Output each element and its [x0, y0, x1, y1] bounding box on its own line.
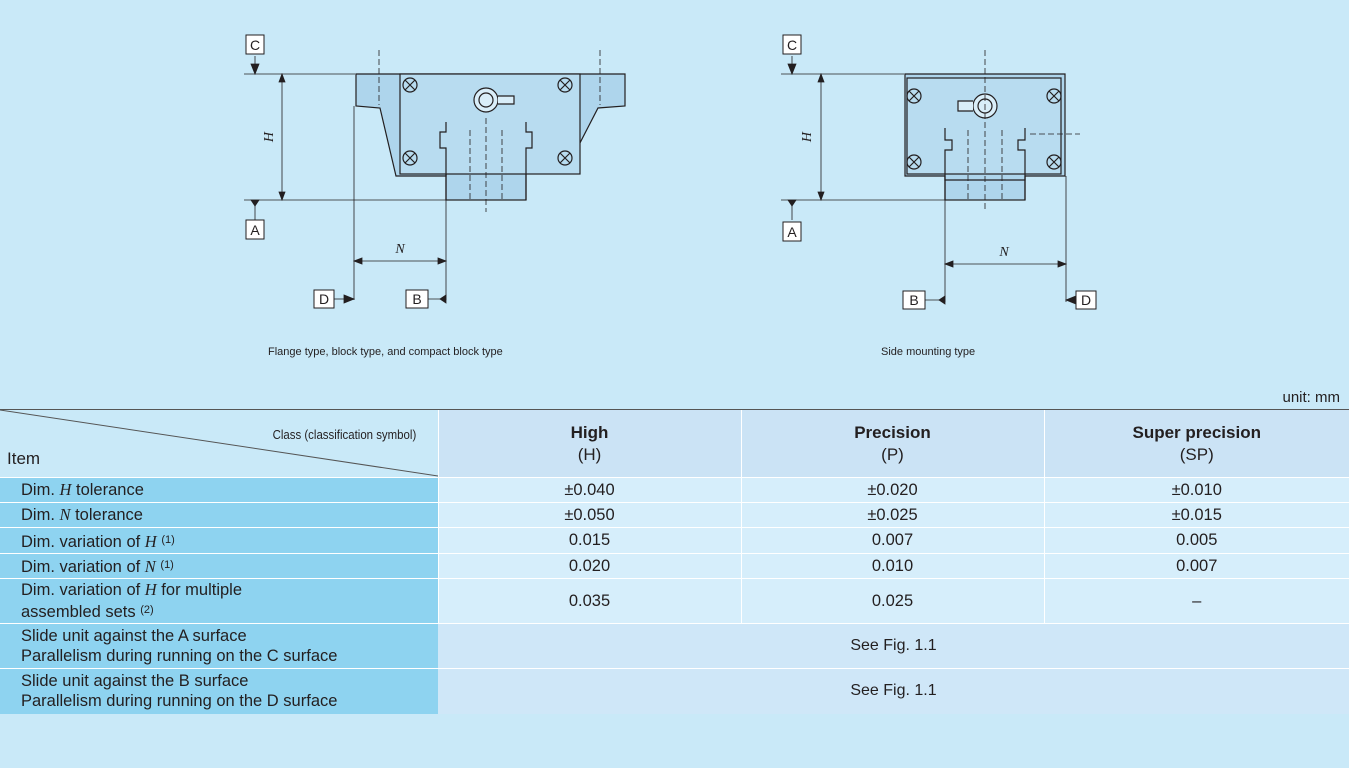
right-label-a: A — [787, 224, 797, 240]
left-label-d: D — [319, 291, 329, 307]
row-label: Dim. variation of N (1) — [0, 553, 438, 579]
left-label-b: B — [412, 291, 421, 307]
row-label-text: Parallelism during running on the D surf… — [21, 692, 338, 711]
column-header-precision: Precision(P) — [740, 409, 1044, 478]
table-cell: ±0.010 — [1043, 477, 1349, 503]
footnote-ref: (1) — [161, 533, 175, 546]
table-cell: ±0.050 — [437, 502, 741, 528]
table-cell-merged: See Fig. 1.1 — [438, 668, 1349, 714]
corner-diagonal — [0, 410, 438, 477]
table-row: Dim. variation of H (1) 0.015 0.007 0.00… — [0, 527, 1349, 554]
corner-item-label: Item — [7, 449, 41, 468]
column-header-super-precision: Super precision(SP) — [1043, 409, 1349, 478]
row-label: Dim. variation of H for multiple assemble… — [0, 578, 438, 624]
table-cell: 0.007 — [740, 527, 1044, 554]
row-label-text: Dim. variation of — [21, 581, 145, 599]
column-header-high: High(H) — [437, 409, 741, 478]
row-label: Dim. N tolerance — [0, 502, 438, 528]
row-label-text: assembled sets — [21, 603, 141, 621]
table-row: Dim. H tolerance ±0.040 ±0.020 ±0.010 — [0, 477, 1349, 503]
row-label-text: Dim. variation of — [21, 558, 145, 576]
row-label-var: H — [144, 531, 157, 551]
right-label-d: D — [1081, 292, 1091, 308]
right-dim-n: N — [998, 245, 1009, 260]
table-cell: ±0.020 — [740, 477, 1044, 503]
left-figure-caption: Flange type, block type, and compact blo… — [268, 346, 503, 358]
column-name: High — [570, 422, 609, 442]
left-dim-n: N — [394, 242, 405, 257]
figure-area: C A D B H N — [244, 34, 1097, 358]
corner-class-label: Class (classification symbol) — [272, 427, 417, 442]
footnote-ref: (1) — [160, 559, 174, 571]
right-dim-h: H — [800, 131, 815, 143]
table-cell-merged: See Fig. 1.1 — [438, 623, 1349, 669]
left-label-c: C — [250, 37, 260, 53]
row-label-var: N — [144, 557, 156, 576]
unit-label: unit: mm — [1282, 389, 1340, 406]
row-label-text: for multiple — [156, 581, 242, 599]
left-dim-h: H — [262, 131, 277, 143]
table-row: Dim. N tolerance ±0.050 ±0.025 ±0.015 — [0, 502, 1349, 528]
table-header-row: Class (classification symbol) Item High(… — [0, 409, 1349, 478]
table-cell: 0.020 — [437, 553, 741, 579]
accuracy-table: Class (classification symbol) Item High(… — [0, 409, 1349, 714]
table-cell: 0.010 — [740, 553, 1044, 579]
row-label-text: Dim. — [21, 506, 60, 524]
table-corner-cell: Class (classification symbol) Item — [0, 409, 438, 478]
left-block-drawing — [355, 50, 626, 212]
table-cell: 0.007 — [1043, 553, 1349, 579]
row-label-text: Parallelism during running on the C surf… — [21, 647, 338, 665]
column-name: Precision — [854, 422, 931, 442]
table-cell: 0.035 — [437, 578, 741, 624]
right-figure-caption: Side mounting type — [881, 346, 976, 358]
table-cell: 0.005 — [1043, 527, 1349, 554]
left-label-a: A — [250, 222, 260, 238]
row-label-text: Slide unit against the A surface — [21, 627, 247, 645]
row-label-text: tolerance — [71, 481, 144, 499]
table-cell: – — [1043, 578, 1349, 624]
row-label-var: H — [59, 480, 72, 499]
right-label-b: B — [909, 292, 918, 308]
table-row: Dim. variation of N (1) 0.020 0.010 0.00… — [0, 553, 1349, 579]
row-label-var: N — [59, 505, 71, 524]
column-symbol: (H) — [577, 444, 602, 464]
left-dimension-lines — [244, 56, 448, 304]
footnote-ref: (2) — [140, 604, 154, 616]
row-label-text: Slide unit against the B surface — [21, 672, 249, 691]
row-label-text: Dim. variation of — [21, 532, 145, 551]
column-name: Super precision — [1132, 422, 1261, 442]
row-label: Dim. H tolerance — [0, 477, 438, 503]
table-row: Dim. variation of H for multiple assemble… — [0, 578, 1349, 624]
table-cell: ±0.015 — [1043, 502, 1349, 528]
row-label-text: Dim. — [21, 481, 60, 499]
column-symbol: (SP) — [1179, 444, 1214, 464]
column-symbol: (P) — [881, 444, 904, 464]
right-dimension-lines — [781, 56, 1077, 305]
right-block-drawing — [904, 50, 1080, 212]
table-cell: ±0.040 — [437, 477, 741, 503]
left-label-boxes: C A D B H N — [245, 34, 429, 309]
table-cell: 0.015 — [437, 527, 741, 554]
table-cell: 0.025 — [740, 578, 1044, 624]
table-cell: ±0.025 — [740, 502, 1044, 528]
right-label-boxes: C A B D H N — [782, 34, 1097, 310]
row-label-var: H — [144, 580, 157, 599]
diagram-left: C A D B H N — [244, 34, 1097, 310]
row-label: Dim. variation of H (1) — [0, 527, 438, 554]
row-label-text: tolerance — [70, 506, 143, 524]
right-label-c: C — [787, 37, 797, 53]
